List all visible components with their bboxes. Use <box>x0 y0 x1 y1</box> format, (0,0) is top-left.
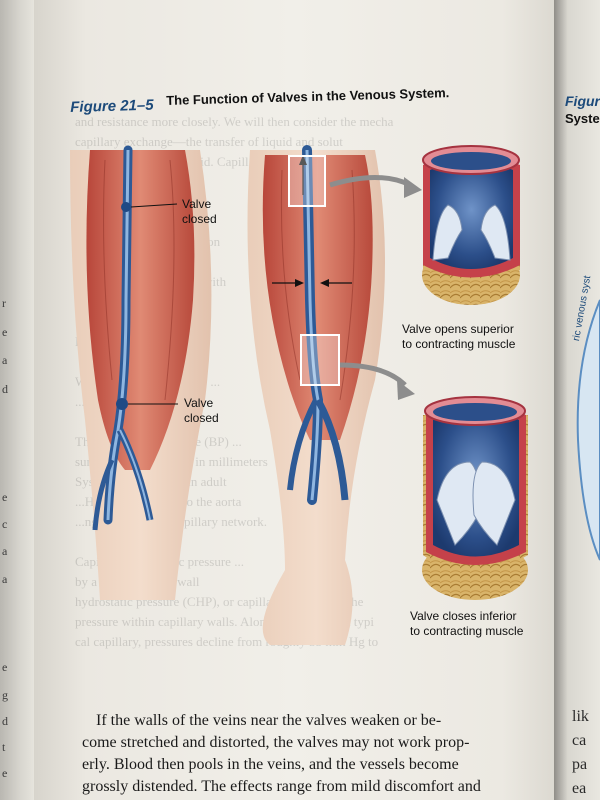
margin-letter: a <box>2 353 8 367</box>
right-page-fragment: ea <box>572 780 587 797</box>
margin-letter: t <box>2 740 6 754</box>
margin-letter: a <box>2 544 8 558</box>
previous-page-margin-letters: r e a d e c a a e g d t e <box>2 0 16 800</box>
left-leg <box>70 145 212 600</box>
margin-letter: d <box>2 714 8 728</box>
right-page-fragment: pa <box>572 756 588 773</box>
body-line: erly. Blood then pools in the veins, and… <box>82 756 459 773</box>
valve-closed-upper-label: Valve closed <box>182 197 217 226</box>
previous-page-edge <box>0 0 34 800</box>
open-valve-cross-section <box>422 145 520 305</box>
margin-letter: e <box>2 490 8 504</box>
right-page-figure-label: Figur <box>565 93 600 109</box>
right-leg <box>247 145 385 645</box>
margin-letter: c <box>2 517 8 531</box>
body-line: grossly distended. The effects range fro… <box>82 778 481 795</box>
valve-closes-label: Valve closes inferior to contracting mus… <box>410 609 524 638</box>
margin-letter: e <box>2 660 8 674</box>
margin-letter: g <box>2 688 8 702</box>
valve-closed-lower-label: Valve closed <box>184 396 219 425</box>
margin-letter: a <box>2 572 8 586</box>
right-page-fragment: ca <box>572 732 587 749</box>
margin-letter: d <box>2 382 8 396</box>
right-page-illustration <box>576 299 600 561</box>
margin-letter: e <box>2 325 8 339</box>
margin-letter: e <box>2 766 8 780</box>
closed-valve-cross-section <box>422 396 528 600</box>
margin-letter: r <box>2 296 6 310</box>
body-paragraph: If the walls of the veins near the valve… <box>82 710 552 798</box>
right-page-figure-title: Syste <box>565 111 600 126</box>
right-page-fragment: lik <box>572 708 589 725</box>
valve-opens-label: Valve opens superior to contracting musc… <box>402 322 516 351</box>
body-line: come stretched and distorted, the valves… <box>82 734 470 751</box>
body-line: If the walls of the veins near the valve… <box>96 712 442 729</box>
